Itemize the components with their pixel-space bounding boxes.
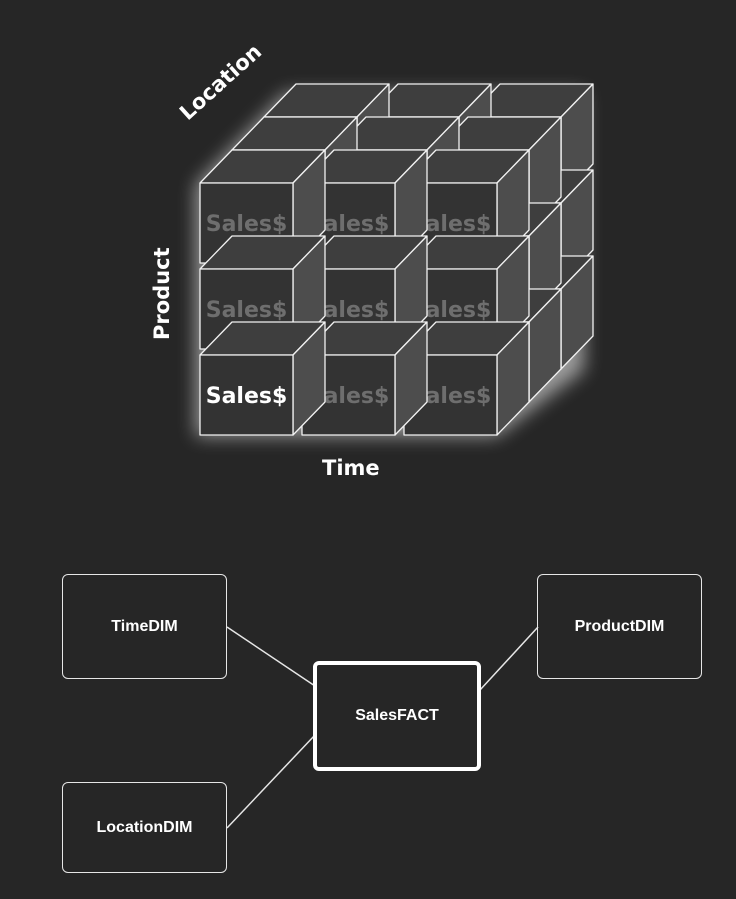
data-cube: Sales$Sales$Sales$Sales$Sales$Sales$Sale…: [196, 83, 594, 436]
connector-location-fact: [226, 734, 316, 829]
location-dim-box: LocationDIM: [62, 782, 227, 873]
sales-cell-label: Sales$: [206, 212, 288, 237]
connector-product-fact: [479, 626, 539, 691]
axis-label-time: Time: [322, 456, 380, 480]
highlighted-sales-cell-label: Sales$: [206, 384, 288, 409]
product-dim-box: ProductDIM: [537, 574, 702, 679]
sales-cell-label: Sales$: [206, 298, 288, 323]
sales-fact-box: SalesFACT: [313, 661, 481, 771]
connector-time-fact: [226, 626, 316, 687]
cube-cell-front: [199, 354, 294, 436]
time-dim-box: TimeDIM: [62, 574, 227, 679]
